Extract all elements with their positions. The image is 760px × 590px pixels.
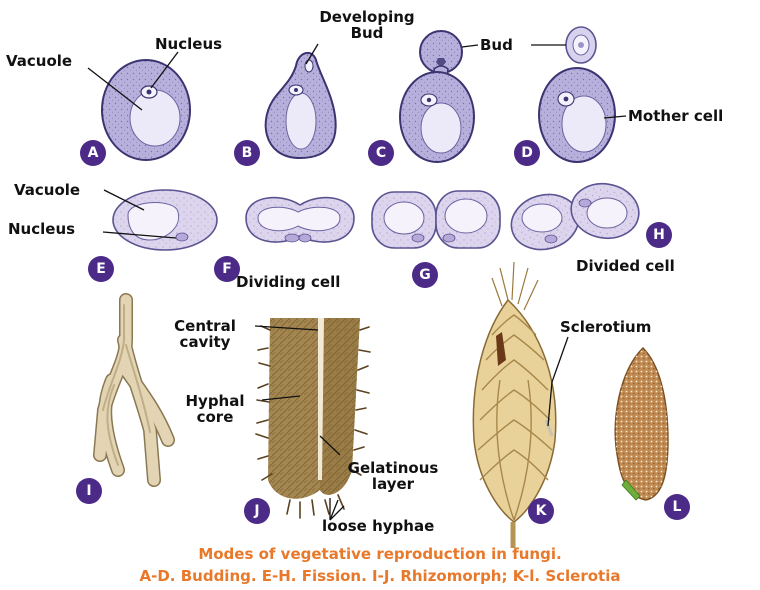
- cell-h: [505, 179, 643, 257]
- badge-b: B: [234, 140, 260, 166]
- badge-j: J: [244, 498, 270, 524]
- badge-k: K: [528, 498, 554, 524]
- cell-e: [113, 190, 217, 250]
- badge-g: G: [412, 262, 438, 288]
- cell-a: [102, 60, 190, 160]
- label-divided-cell: Divided cell: [576, 258, 675, 274]
- caption-line-1: Modes of vegetative reproduction in fung…: [0, 545, 760, 563]
- badge-l: L: [664, 494, 690, 520]
- label-mother-cell: Mother cell: [628, 108, 723, 124]
- badge-h: H: [646, 222, 672, 248]
- label-sclerotium: Sclerotium: [560, 319, 651, 335]
- cell-f: [246, 198, 354, 242]
- label-gelatinous-layer: Gelatinous layer: [338, 460, 448, 492]
- label-hyphal-core: Hyphal core: [170, 393, 260, 425]
- caption-line-2: A-D. Budding. E-H. Fission. I-J. Rhizomo…: [0, 567, 760, 585]
- label-developing-bud: Developing Bud: [292, 9, 442, 41]
- label-central-cavity: Central cavity: [150, 318, 260, 350]
- label-vacuole-e: Vacuole: [14, 182, 80, 198]
- label-nucleus-a: Nucleus: [155, 36, 222, 52]
- label-nucleus-e: Nucleus: [8, 221, 75, 237]
- label-bud: Bud: [480, 37, 513, 53]
- label-loose-hyphae: loose hyphae: [322, 518, 434, 534]
- label-vacuole-a: Vacuole: [6, 53, 72, 69]
- badge-f: F: [214, 256, 240, 282]
- badge-i: I: [76, 478, 102, 504]
- cell-c: [400, 31, 474, 162]
- badge-a: A: [80, 140, 106, 166]
- cell-d: [539, 27, 615, 162]
- badge-e: E: [88, 256, 114, 282]
- cell-b: [266, 53, 336, 158]
- label-dividing-cell: Dividing cell: [236, 274, 340, 290]
- badge-d: D: [514, 140, 540, 166]
- badge-c: C: [368, 140, 394, 166]
- cell-g: [372, 191, 500, 248]
- sclerotium-l: [615, 348, 668, 500]
